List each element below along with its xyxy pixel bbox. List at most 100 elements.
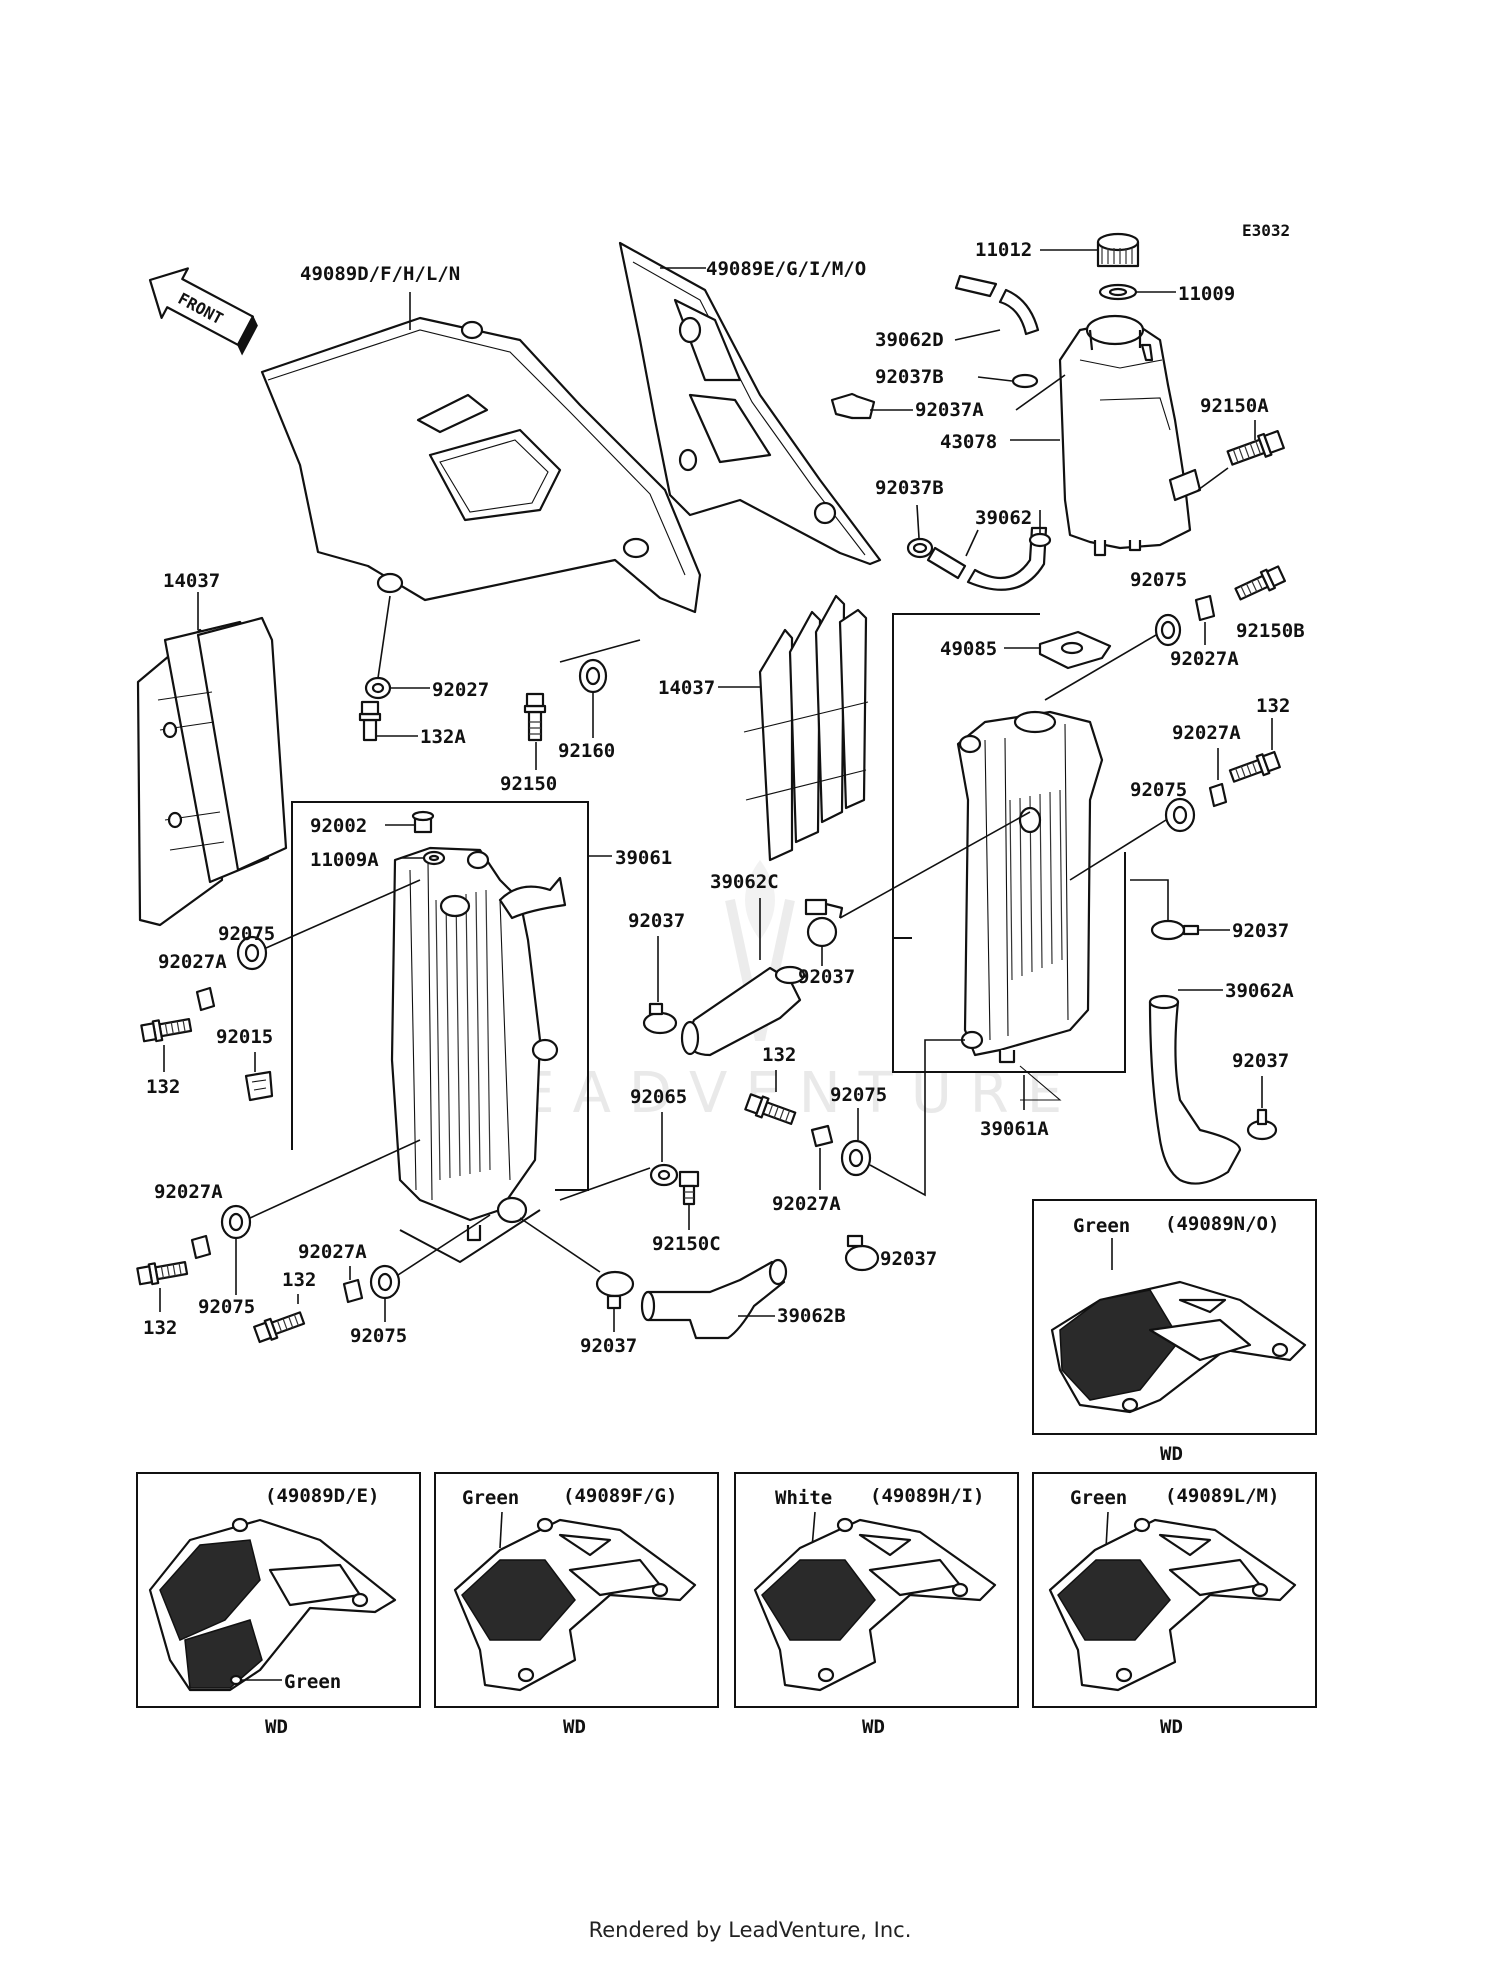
bolt-92150b[interactable] bbox=[1234, 565, 1286, 603]
radiator-left-bracket bbox=[291, 801, 589, 1264]
cushion-49085[interactable] bbox=[1038, 630, 1112, 670]
washer-92065[interactable] bbox=[649, 1163, 679, 1187]
clamp-92037-mid1[interactable] bbox=[642, 1002, 678, 1035]
washer-11009a[interactable] bbox=[422, 850, 446, 866]
footer-credit: Rendered by LeadVenture, Inc. bbox=[588, 1918, 912, 1942]
part-label-39062a: 39062A bbox=[1225, 980, 1294, 1002]
bolt-132-bl[interactable] bbox=[136, 1258, 189, 1286]
hose-39062a[interactable] bbox=[1148, 994, 1242, 1185]
part-label-92150b: 92150B bbox=[1236, 620, 1305, 642]
bolt-132-l[interactable] bbox=[140, 1015, 193, 1043]
variant-caption-49089fg: WD bbox=[563, 1716, 586, 1738]
clip-92037b-mid[interactable] bbox=[906, 537, 934, 559]
bolt-92150[interactable] bbox=[523, 692, 547, 742]
variant-caption-49089no: WD bbox=[1160, 1443, 1183, 1465]
radiator-left[interactable] bbox=[390, 846, 567, 1242]
radiator-shroud-left[interactable] bbox=[260, 316, 702, 614]
hose-39062c[interactable] bbox=[680, 965, 806, 1057]
front-arrow-icon: FRONT bbox=[148, 267, 258, 356]
variant-caption-49089lm: WD bbox=[1160, 1716, 1183, 1738]
part-label-49085: 49085 bbox=[940, 638, 997, 660]
collar-92027a-r1[interactable] bbox=[1194, 594, 1216, 622]
collar-92027a-bm[interactable] bbox=[342, 1278, 364, 1304]
clamp-92037-r[interactable] bbox=[1150, 919, 1200, 941]
grommet-92075-l[interactable] bbox=[236, 935, 268, 971]
part-label-11012: 11012 bbox=[975, 239, 1032, 261]
part-label-14037-mid: 14037 bbox=[658, 677, 715, 699]
part-label-92037-r: 92037 bbox=[1232, 920, 1289, 942]
collar-92027a-bl[interactable] bbox=[190, 1234, 212, 1260]
bolt-132-m[interactable] bbox=[744, 1092, 797, 1127]
variant-code-49089hi: (49089H/I) bbox=[870, 1485, 984, 1507]
variant-caption-49089hi: WD bbox=[862, 1716, 885, 1738]
clip-92037b-top[interactable] bbox=[1011, 373, 1039, 389]
radiator-guard-left[interactable] bbox=[136, 616, 288, 927]
part-label-92027a-r1: 92027A bbox=[1170, 648, 1239, 670]
bolt-92150c[interactable] bbox=[678, 1170, 700, 1206]
reservoir-tank[interactable] bbox=[1058, 314, 1202, 557]
part-label-92075-r1: 92075 bbox=[1130, 569, 1187, 591]
collar-92027a-l[interactable] bbox=[195, 986, 216, 1012]
part-label-92075-bm: 92075 bbox=[350, 1325, 407, 1347]
variant-box-49089lm[interactable]: (49089L/M) Green bbox=[1032, 1472, 1317, 1708]
part-label-132-m: 132 bbox=[762, 1044, 796, 1066]
cap-11012[interactable] bbox=[1096, 232, 1140, 268]
hose-39062d[interactable] bbox=[954, 274, 1040, 336]
bolt-132-bm[interactable] bbox=[253, 1309, 306, 1344]
collar-92027a-m[interactable] bbox=[810, 1124, 834, 1148]
grommet-92160[interactable] bbox=[578, 658, 608, 694]
part-label-92160: 92160 bbox=[558, 740, 615, 762]
radiator-right-bracket bbox=[892, 613, 1126, 1073]
grommet-92075-r1[interactable] bbox=[1154, 613, 1182, 647]
clamp-92037-r2[interactable] bbox=[1246, 1108, 1278, 1141]
bolt-92150a[interactable] bbox=[1226, 429, 1285, 468]
part-label-39062: 39062 bbox=[975, 507, 1032, 529]
grommet-92075-bl[interactable] bbox=[220, 1204, 252, 1240]
seal-11009[interactable] bbox=[1098, 283, 1138, 301]
part-label-92037-mid2: 92037 bbox=[798, 966, 855, 988]
part-label-92027a-l: 92027A bbox=[158, 951, 227, 973]
part-label-39061: 39061 bbox=[615, 847, 672, 869]
grommet-92075-m[interactable] bbox=[840, 1139, 872, 1177]
clamp-92037-bm2[interactable] bbox=[844, 1234, 880, 1272]
part-label-92015: 92015 bbox=[216, 1026, 273, 1048]
variant-box-49089no[interactable]: (49089N/O) Green bbox=[1032, 1199, 1317, 1435]
part-label-39062c: 39062C bbox=[710, 871, 779, 893]
radiator-right[interactable] bbox=[956, 710, 1104, 1101]
part-label-92037b-top: 92037B bbox=[875, 366, 944, 388]
part-label-92150a: 92150A bbox=[1200, 395, 1269, 417]
part-label-39061a: 39061A bbox=[980, 1118, 1049, 1140]
part-label-39062b: 39062B bbox=[777, 1305, 846, 1327]
clamp-92037a[interactable] bbox=[830, 392, 876, 420]
clamp-92037-mid2[interactable] bbox=[804, 898, 844, 948]
part-label-92065: 92065 bbox=[630, 1086, 687, 1108]
part-label-92027: 92027 bbox=[432, 679, 489, 701]
bolt-132-r[interactable] bbox=[1228, 750, 1281, 785]
part-label-14037-left: 14037 bbox=[163, 570, 220, 592]
clip-92015[interactable] bbox=[244, 1070, 274, 1102]
grommet-92075-r2[interactable] bbox=[1164, 797, 1196, 833]
hose-39062b[interactable] bbox=[640, 1258, 788, 1340]
variant-code-49089lm: (49089L/M) bbox=[1165, 1485, 1279, 1507]
variant-box-49089hi[interactable]: (49089H/I) White bbox=[734, 1472, 1019, 1708]
collar-92027[interactable] bbox=[364, 676, 392, 700]
collar-92027a-r2[interactable] bbox=[1208, 782, 1228, 808]
bolt-132a[interactable] bbox=[358, 700, 382, 742]
variant-box-49089fg[interactable]: (49089F/G) Green bbox=[434, 1472, 719, 1708]
radiator-shroud-right[interactable] bbox=[618, 241, 882, 566]
part-label-92037-mid1: 92037 bbox=[628, 910, 685, 932]
hose-39062[interactable] bbox=[926, 526, 1048, 591]
part-label-92037a: 92037A bbox=[915, 399, 984, 421]
grommet-92075-bm[interactable] bbox=[369, 1264, 401, 1300]
variant-code-49089fg: (49089F/G) bbox=[563, 1485, 677, 1507]
part-label-92075-l: 92075 bbox=[218, 923, 275, 945]
part-label-92027a-bm: 92027A bbox=[298, 1241, 367, 1263]
variant-note-49089lm: Green bbox=[1070, 1487, 1127, 1509]
plug-92002[interactable] bbox=[411, 810, 435, 834]
clamp-92037-bm[interactable] bbox=[595, 1270, 635, 1310]
variant-box-49089de[interactable]: (49089D/E) Green bbox=[136, 1472, 421, 1708]
clip-39062-end[interactable] bbox=[1028, 532, 1052, 548]
part-label-92037-bm2: 92037 bbox=[880, 1248, 937, 1270]
radiator-guard-mid[interactable] bbox=[743, 594, 869, 862]
variant-code-49089no: (49089N/O) bbox=[1165, 1213, 1279, 1235]
